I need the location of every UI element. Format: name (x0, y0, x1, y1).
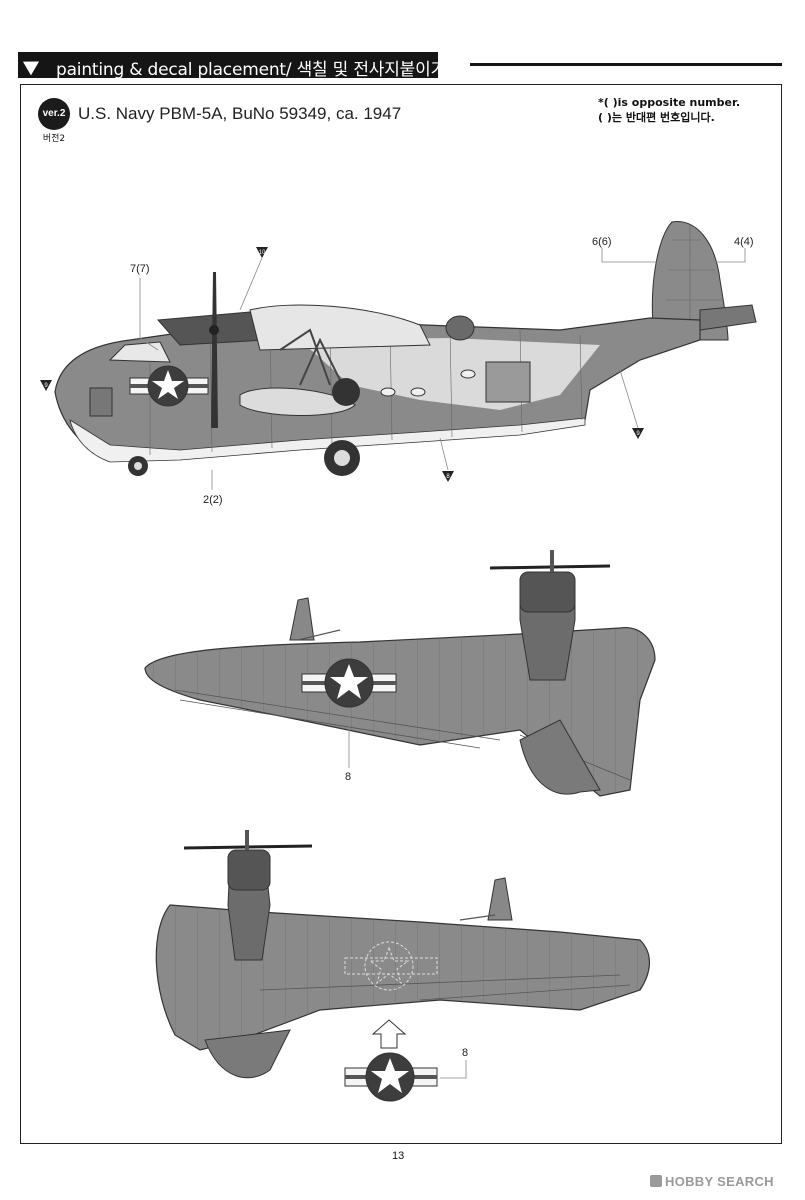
aircraft-title: U.S. Navy PBM-5A, BuNo 59349, ca. 1947 (78, 104, 402, 123)
note-line-en: *( )is opposite number. (598, 96, 741, 109)
callout-2: 2(2) (203, 494, 223, 506)
callout-lower-8: 8 (462, 1047, 469, 1059)
callout-upper-8: 8 (345, 771, 352, 783)
marker-9b: 9 (44, 383, 48, 389)
section-header: painting & decal placement/ 색칠 및 전사지붙이기 (18, 52, 446, 80)
callout-7: 7(7) (130, 263, 150, 275)
watermark: HOBBY SEARCH (650, 1174, 774, 1189)
version-badge: ver.2 (38, 98, 70, 130)
opposite-note: *( )is opposite number. ( )는 반대편 번호입니다. (598, 95, 740, 125)
note-line-ko: ( )는 반대편 번호입니다. (598, 111, 715, 124)
watermark-text: HOBBY SEARCH (665, 1174, 774, 1189)
version-subtitle: 버전2 (42, 134, 66, 144)
header-rule (470, 63, 782, 66)
side-view (40, 221, 757, 490)
marker-8: 8 (446, 474, 450, 480)
page-frame (20, 84, 782, 1144)
page-number: 13 (392, 1150, 405, 1162)
upper-wing-view (144, 550, 656, 797)
lower-wing-view (155, 830, 650, 1102)
section-title: painting & decal placement/ 색칠 및 전사지붙이기 (56, 60, 446, 80)
callout-6: 6(6) (592, 236, 612, 248)
callout-4: 4(4) (734, 236, 754, 248)
hobby-search-logo-icon (650, 1175, 662, 1187)
marker-10: 10 (259, 250, 266, 256)
marker-9a: 9 (636, 431, 640, 437)
